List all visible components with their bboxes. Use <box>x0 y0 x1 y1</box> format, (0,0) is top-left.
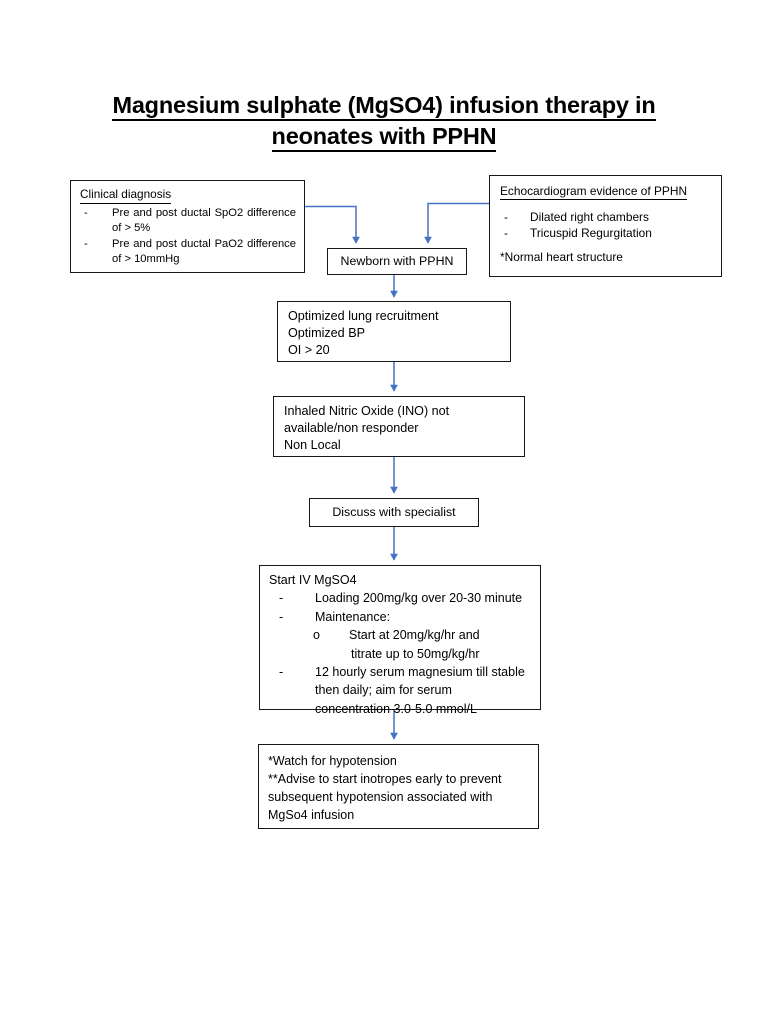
page-title-line-1: Magnesium sulphate (MgSO4) infusion ther… <box>96 90 672 121</box>
box-echocardiogram-evidence: Echocardiogram evidence of PPHN - Dilate… <box>489 175 722 277</box>
dash-bullet-icon: - <box>504 226 508 241</box>
page-title-line-2: neonates with PPHN <box>96 121 672 152</box>
ino-line: available/non responder <box>284 421 419 435</box>
clinical-diagnosis-heading: Clinical diagnosis <box>80 187 172 204</box>
watch-line: MgSo4 infusion <box>268 808 355 822</box>
box-start-iv-mgso4: Start IV MgSO4 - Loading 200mg/kg over 2… <box>259 565 541 716</box>
clinical-diagnosis-item-text: Pre and post ductal SpO2 difference of >… <box>112 206 296 235</box>
dash-bullet-icon: - <box>84 206 88 219</box>
mgso4-item-monitoring: - 12 hourly serum magnesium till stable <box>269 663 532 681</box>
dash-bullet-icon: - <box>279 609 284 624</box>
circle-bullet-icon: o <box>313 628 320 643</box>
ino-line: Non Local <box>284 438 341 452</box>
spacer <box>500 242 713 249</box>
connector-echo-to-newborn <box>424 202 489 244</box>
dash-bullet-icon: - <box>504 210 508 225</box>
watch-line: *Watch for hypotension <box>268 754 397 768</box>
echocardiogram-item-text: Dilated right chambers <box>530 210 649 225</box>
echocardiogram-item-text: Tricuspid Regurgitation <box>530 226 652 241</box>
mgso4-item-monitoring-text-3: concentration 3.0-5.0 mmol/L <box>315 701 477 716</box>
clinical-diagnosis-item-text: Pre and post ductal PaO2 difference of >… <box>112 237 296 266</box>
ino-line: Inhaled Nitric Oxide (INO) not <box>284 404 450 418</box>
optimized-line: Optimized lung recruitment <box>288 309 439 323</box>
box-newborn-with-pphn: Newborn with PPHN <box>327 248 467 275</box>
mgso4-item-maintenance: - Maintenance: <box>269 608 532 626</box>
connector-clinical-to-newborn <box>305 205 360 244</box>
clinical-diagnosis-item: - Pre and post ductal SpO2 difference of… <box>80 206 296 237</box>
dash-bullet-icon: - <box>279 591 284 606</box>
watch-line: **Advise to start inotropes early to pre… <box>268 772 502 786</box>
box-discuss-with-specialist: Discuss with specialist <box>309 498 479 527</box>
echocardiogram-item: - Dilated right chambers <box>500 209 713 225</box>
mgso4-subitem-titrate-text: titrate up to 50mg/kg/hr <box>351 646 480 661</box>
spacer <box>500 202 713 209</box>
newborn-label: Newborn with PPHN <box>340 254 454 269</box>
mgso4-heading: Start IV MgSO4 <box>269 573 357 587</box>
optimized-line: OI > 20 <box>288 343 330 357</box>
mgso4-item-loading: - Loading 200mg/kg over 20-30 minute <box>269 589 532 607</box>
discuss-label: Discuss with specialist <box>332 505 456 520</box>
box-clinical-diagnosis: Clinical diagnosis - Pre and post ductal… <box>70 180 305 273</box>
box-watch-for-hypotension: *Watch for hypotension **Advise to start… <box>258 744 539 829</box>
mgso4-subitem-start-rate-text: Start at 20mg/kg/hr and <box>349 628 480 643</box>
mgso4-item-loading-text: Loading 200mg/kg over 20-30 minute <box>315 591 523 606</box>
box-optimized-lung-recruitment: Optimized lung recruitment Optimized BP … <box>277 301 511 362</box>
mgso4-subitem-start-rate: o Start at 20mg/kg/hr and <box>269 626 532 644</box>
box-inhaled-nitric-oxide: Inhaled Nitric Oxide (INO) not available… <box>273 396 525 457</box>
page-title: Magnesium sulphate (MgSO4) infusion ther… <box>96 90 672 152</box>
echocardiogram-item: - Tricuspid Regurgitation <box>500 225 713 241</box>
optimized-line: Optimized BP <box>288 326 365 340</box>
echocardiogram-heading: Echocardiogram evidence of PPHN <box>500 183 688 201</box>
dash-bullet-icon: - <box>279 665 284 680</box>
mgso4-item-maintenance-text: Maintenance: <box>315 609 391 624</box>
mgso4-item-monitoring-text-2: then daily; aim for serum <box>315 683 452 698</box>
watch-line: subsequent hypotension associated with <box>268 790 493 804</box>
echocardiogram-note: *Normal heart structure <box>500 249 623 264</box>
dash-bullet-icon: - <box>84 237 88 250</box>
mgso4-item-monitoring-text: 12 hourly serum magnesium till stable <box>315 665 525 680</box>
clinical-diagnosis-item: - Pre and post ductal PaO2 difference of… <box>80 237 296 268</box>
